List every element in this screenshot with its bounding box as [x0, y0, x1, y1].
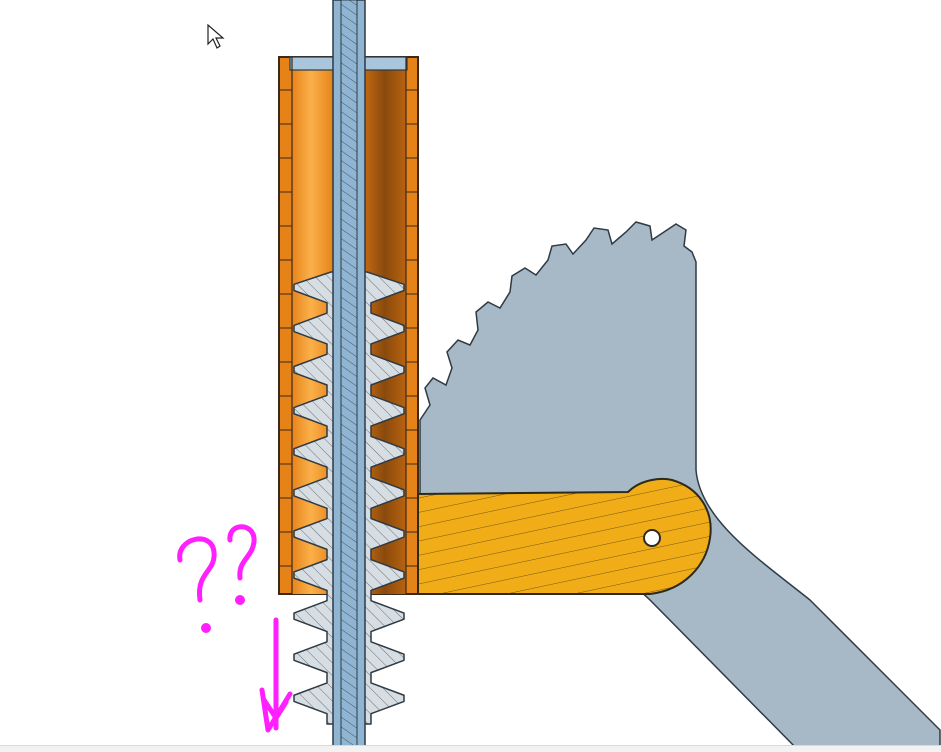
center-rod [332, 0, 366, 752]
pivot-hole [643, 529, 661, 547]
question-and-arrow [177, 524, 293, 733]
bottom-status-strip [0, 745, 941, 752]
mouse-pointer-icon [207, 24, 225, 49]
pivot-arm [417, 477, 712, 595]
